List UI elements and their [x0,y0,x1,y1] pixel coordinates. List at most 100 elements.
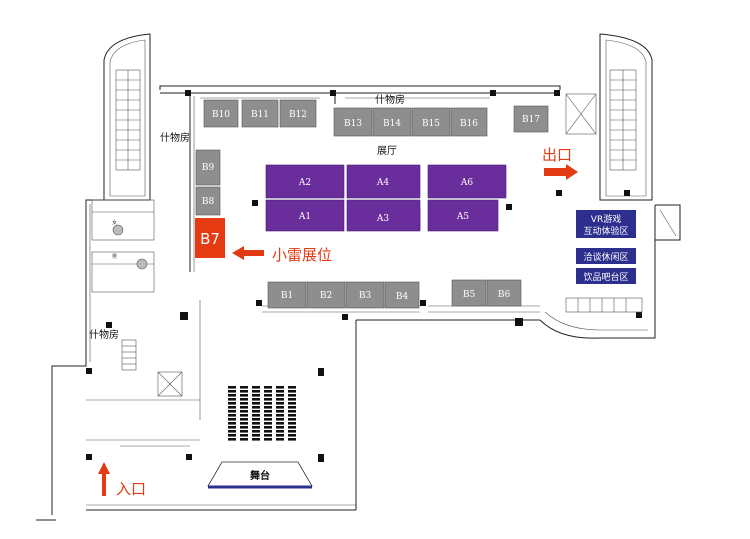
booth-b9[interactable]: B9 [195,149,221,186]
booth-b11[interactable]: B11 [241,99,279,128]
svg-text:B10: B10 [212,110,230,120]
seat [288,410,296,413]
svg-text:A1: A1 [298,212,311,222]
booth-b5[interactable]: B5 [451,279,487,307]
svg-text:A3: A3 [376,214,389,224]
arrow-left-icon [232,246,264,260]
booth-b10[interactable]: B10 [203,99,239,128]
seat [276,434,284,437]
seat [228,418,236,421]
seat [288,390,296,393]
seat [252,398,260,401]
columns [86,90,642,462]
booth-b16[interactable]: B16 [450,107,488,137]
seat [240,386,248,389]
seat [264,426,272,429]
booth-b3[interactable]: B3 [345,281,385,309]
seat [228,414,236,417]
seat [228,386,236,389]
zone-drink-bar[interactable]: 饮品吧台区 [576,268,636,284]
seat [252,422,260,425]
seat [288,414,296,417]
seat [252,390,260,393]
storage-room-left-mid: 什物房 [89,328,119,341]
booth-b8[interactable]: B8 [195,186,221,216]
seat [240,410,248,413]
seat [264,410,272,413]
seat [240,426,248,429]
booth-b15[interactable]: B15 [411,107,451,137]
booth-a2[interactable]: A2 [265,164,345,199]
booth-b6[interactable]: B6 [486,279,522,307]
seat [252,394,260,397]
bar-counter [565,297,643,313]
booth-b13[interactable]: B13 [333,107,373,137]
seat [252,430,260,433]
zone-vr-games[interactable]: VR游戏 互动体验区 [576,210,636,238]
seat [276,426,284,429]
seat [276,386,284,389]
seat [228,434,236,437]
booth-a5[interactable]: A5 [427,199,499,232]
booth-a1[interactable]: A1 [265,199,345,232]
seat [264,422,272,425]
svg-text:B3: B3 [359,291,372,301]
booth-b17[interactable]: B17 [513,105,549,133]
booth-b7-highlight[interactable]: B7 [195,218,225,258]
seat [288,418,296,421]
svg-text:B5: B5 [463,290,476,300]
zone-lounge[interactable]: 洽谈休闲区 [576,248,636,264]
svg-text:VR游戏: VR游戏 [591,213,621,225]
svg-text:B13: B13 [344,119,362,129]
seat [252,434,260,437]
svg-text:B2: B2 [320,291,332,301]
seat [240,398,248,401]
seat [276,430,284,433]
svg-text:B16: B16 [460,119,478,129]
seat [240,394,248,397]
svg-text:A6: A6 [460,178,473,188]
seat [228,426,236,429]
seat [264,394,272,397]
seat [228,430,236,433]
svg-text:B17: B17 [522,115,540,125]
seat [240,414,248,417]
booth-a6[interactable]: A6 [427,164,507,199]
outer-walls [36,33,681,521]
seat [228,438,236,441]
storage-room-left-top: 什物房 [160,131,190,144]
seat [276,406,284,409]
seat [264,390,272,393]
seat [276,438,284,441]
svg-text:B6: B6 [498,290,511,300]
seat [252,386,260,389]
booth-b12[interactable]: B12 [279,99,317,128]
arrow-up-icon [98,462,110,496]
booth-b1[interactable]: B1 [267,281,307,309]
svg-text:B1: B1 [281,291,293,301]
seat [276,418,284,421]
seat [264,386,272,389]
seat [228,390,236,393]
seat [276,394,284,397]
seat [228,402,236,405]
booth-b2[interactable]: B2 [306,281,346,309]
svg-text:互动体验区: 互动体验区 [583,225,628,237]
seat [276,410,284,413]
stage-label: 舞台 [250,469,270,482]
booth-b14[interactable]: B14 [372,107,412,137]
svg-text:A5: A5 [456,212,469,222]
booth-a4[interactable]: A4 [346,164,421,199]
stage[interactable]: 舞台 [207,461,313,489]
seat [288,406,296,409]
booth-b4[interactable]: B4 [384,281,420,309]
svg-text:B11: B11 [251,110,269,120]
seat [288,430,296,433]
booth-a3[interactable]: A3 [346,199,421,232]
seat [240,438,248,441]
seat [240,434,248,437]
seat [240,402,248,405]
seat [240,430,248,433]
seat [288,426,296,429]
